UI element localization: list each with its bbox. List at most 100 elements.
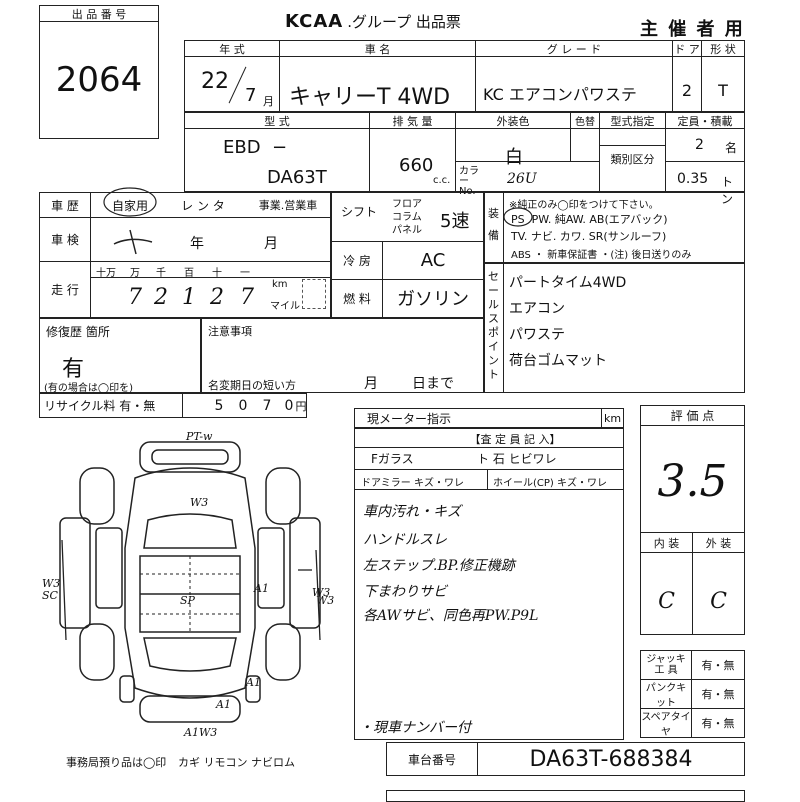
inspector-note-2: ハンドルスレ bbox=[363, 532, 447, 548]
meter-label: 現メーター指示 bbox=[367, 411, 452, 426]
capacity-unit: 名 bbox=[725, 141, 738, 155]
shift-value: 5速 bbox=[440, 211, 470, 232]
diagram-mark-a1-mid: A1 bbox=[216, 698, 231, 711]
inspector-note-5: 各AWサビ、同色再PW.P9L bbox=[363, 608, 539, 624]
mileage-head-10: 十 bbox=[212, 268, 222, 279]
puncture-yesno: 有・無 bbox=[701, 688, 735, 701]
door-value: 2 bbox=[681, 81, 693, 100]
diagram-mark-a1w3: A1W3 bbox=[184, 726, 218, 739]
capacity-value: 2 bbox=[695, 137, 704, 153]
office-label: 事務局預り品は◯印 bbox=[66, 756, 167, 769]
shift-column: コラム bbox=[392, 212, 422, 223]
sheet-title: .グループ 出品票 bbox=[347, 12, 461, 31]
jack-yesno: 有・無 bbox=[701, 659, 735, 672]
inspector-box: 【査 定 員 記 入】 Fガラス ト 石 ヒビワレ ドアミラー キズ・ワレ ホイ… bbox=[354, 428, 624, 740]
ac-value: AC bbox=[420, 249, 446, 271]
history-business: 事業.営業車 bbox=[258, 199, 318, 212]
history-private: 自家用 bbox=[111, 199, 148, 213]
diagram-mark-a1-right: A1 bbox=[254, 582, 269, 595]
recycle-digit-4: 0 bbox=[284, 397, 294, 414]
mirror-label: ドアミラー キズ・ワレ bbox=[361, 478, 464, 489]
spec-table: 型 式 排 気 量 外装色 色替 型式指定 類別区分 定員・積載 EBD − D… bbox=[184, 112, 745, 206]
lot-number-value: 2064 bbox=[55, 60, 143, 100]
mileage-mile: マイル bbox=[270, 301, 300, 312]
glass-label: Fガラス bbox=[371, 452, 414, 466]
spare-label: スペアタイヤ bbox=[641, 712, 691, 738]
mileage-digit-4: 2 bbox=[210, 285, 224, 310]
inspector-title: 【査 定 員 記 入】 bbox=[469, 433, 561, 446]
puncture-label: パンクキット bbox=[645, 683, 687, 709]
inspection-month-unit: 月 bbox=[264, 236, 278, 252]
exterior-color-value: 白 bbox=[505, 147, 523, 168]
recycle-label: リサイクル料 有・無 bbox=[44, 399, 156, 413]
lot-number-box: 出 品 番 号 2064 bbox=[39, 5, 159, 139]
recycle-box: リサイクル料 有・無 5 0 7 0 円 bbox=[39, 393, 307, 418]
sales-point-4: 荷台ゴムマット bbox=[509, 353, 607, 369]
recycle-digit-2: 0 bbox=[238, 397, 248, 414]
name-label: 車 名 bbox=[364, 42, 391, 56]
interior-label: 内 装 bbox=[653, 536, 680, 550]
load-unit: トン bbox=[721, 175, 734, 206]
load-value: 0.35 bbox=[677, 171, 709, 187]
category-label: 類別区分 bbox=[610, 152, 655, 166]
mileage-head-100k: 十万 bbox=[96, 268, 116, 279]
displacement-label: 排 気 量 bbox=[392, 114, 433, 128]
inspector-note-6: ・現車ナンバー付 bbox=[359, 720, 471, 736]
bottom-border-strip bbox=[386, 790, 745, 802]
year-value: 22 bbox=[201, 69, 229, 94]
office-items: カギ リモコン ナビロム bbox=[178, 756, 295, 769]
drive-table: シフト フロア コラム パネル 5速 冷 房 AC 燃 料 ガソリン bbox=[331, 192, 484, 318]
header: KCAA .グループ 出品票 bbox=[285, 8, 461, 34]
repair-value: 有 bbox=[62, 357, 85, 382]
inspection-label: 車 検 bbox=[51, 232, 79, 247]
ps-circle-mark bbox=[503, 207, 533, 227]
car-name-value: キャリーT 4WD bbox=[289, 85, 451, 110]
inspection-year-unit: 年 bbox=[190, 236, 204, 252]
name-change-month: 月 bbox=[364, 376, 378, 392]
score-value: 3.5 bbox=[657, 455, 728, 507]
shape-value: T bbox=[718, 81, 728, 100]
name-change-day: 日まで bbox=[412, 376, 454, 392]
displacement-unit: c.c. bbox=[433, 175, 451, 186]
name-change-label: 名変期日の短い方 bbox=[208, 379, 296, 392]
mileage-head-1: 一 bbox=[240, 268, 250, 279]
equipment-line-1: PS PW. 純AW. AB(エアバック) bbox=[511, 213, 668, 226]
meter-unit: km bbox=[603, 411, 622, 425]
sales-point-3: パワステ bbox=[509, 327, 565, 343]
exterior-color-label: 外装色 bbox=[496, 114, 530, 128]
fuel-label: 燃 料 bbox=[343, 291, 371, 306]
sales-point-2: エアコン bbox=[509, 301, 565, 317]
recycle-digit-1: 5 bbox=[214, 397, 224, 414]
inspector-note-1: 車内汚れ・キズ bbox=[363, 504, 461, 520]
fuel-value: ガソリン bbox=[397, 289, 469, 310]
recolor-label: 色替 bbox=[575, 117, 595, 128]
shift-panel: パネル bbox=[392, 225, 422, 236]
glass-marks: ト 石 ヒビワレ bbox=[477, 452, 557, 466]
color-number-label: カラー No. bbox=[459, 166, 479, 197]
diagram-mark-sp: SP bbox=[180, 594, 195, 607]
repair-box: 修復歴 箇所 有 (有の場合は◯印を) bbox=[39, 318, 201, 394]
chassis-box: 車台番号 DA63T-688384 bbox=[386, 742, 745, 776]
month-unit: 月 bbox=[263, 95, 274, 108]
exterior-value: C bbox=[710, 588, 727, 614]
meter-box: 現メーター指示 km bbox=[354, 408, 624, 428]
equipment-line-2: TV. ナビ. カワ. SR(サンルーフ) bbox=[511, 230, 667, 243]
color-number-value: 26U bbox=[507, 171, 537, 187]
type-label: 型 式 bbox=[264, 114, 290, 128]
score-label: 評 価 点 bbox=[641, 406, 744, 426]
jack-label: ジャッキ 工 具 bbox=[646, 654, 686, 676]
inspector-note-4: 下まわりサビ bbox=[363, 584, 447, 600]
chassis-value: DA63T-688384 bbox=[529, 746, 693, 772]
lot-number-label: 出 品 番 号 bbox=[40, 6, 158, 22]
notice-label: 注意事項 bbox=[208, 325, 252, 338]
diagram-mark-w3sc-left: W3 SC bbox=[42, 577, 61, 602]
shift-floor: フロア bbox=[392, 199, 422, 210]
wheel-label: ホイール(CP) キズ・ワレ bbox=[493, 478, 607, 489]
sales-points-label: セールスポイント bbox=[488, 270, 499, 381]
repair-label: 修復歴 箇所 bbox=[46, 325, 110, 339]
diagram-mark-w3-top: W3 bbox=[190, 496, 209, 509]
designation-label: 型式指定 bbox=[610, 114, 655, 128]
shape-label: 形 状 bbox=[710, 42, 736, 56]
equipment-note: ※純正のみ◯印をつけて下さい。 bbox=[509, 200, 659, 211]
notice-box: 注意事項 名変期日の短い方 月 日まで bbox=[201, 318, 484, 393]
